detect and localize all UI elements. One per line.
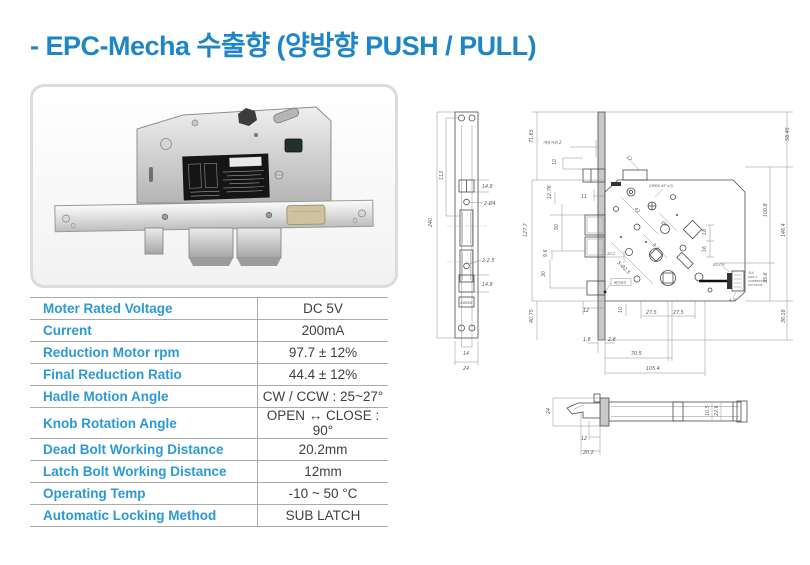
spec-label: Final Reduction Ratio: [30, 363, 258, 386]
dim-label: 27.5: [646, 310, 657, 316]
dim-label: 24: [463, 366, 469, 372]
dim-label: 12: [583, 308, 589, 314]
dim-label: GS2-1: [748, 275, 757, 279]
spec-value: DC 5V: [257, 297, 388, 320]
dim-label: 70.5: [631, 351, 642, 357]
dim-label: 42: [633, 206, 642, 215]
spec-value: -10 ~ 50 °C: [257, 482, 388, 505]
spec-label: Current: [30, 319, 258, 342]
dim-label: 10: [552, 159, 558, 165]
spec-value: 200mA: [257, 319, 388, 342]
dim-label: 100.8: [763, 203, 769, 217]
dim-label: 9.6: [543, 249, 549, 257]
dim-label: 50: [554, 224, 560, 230]
spec-label: Dead Bolt Working Distance: [30, 438, 258, 461]
dim-label: 10: [618, 307, 624, 313]
spec-label: Knob Rotation Angle: [30, 407, 258, 439]
dim-label: Ø7: [659, 219, 669, 229]
dim-label: 3.2: [651, 242, 661, 252]
dim-label: 10.5: [705, 405, 711, 416]
dim-label: 메인래치: [614, 281, 627, 285]
dim-label: 12: [625, 154, 634, 163]
dim-label: 27.5: [673, 310, 684, 316]
product-photo-illustration: [54, 106, 374, 266]
dim-label: 위치: [748, 271, 754, 275]
spec-value: 97.7 ± 12%: [257, 341, 388, 364]
latch-bolts: [144, 227, 282, 266]
slot-capsule: [273, 107, 300, 124]
dim-label: 2-Ø4: [484, 200, 496, 207]
dim-label: (OPEN 45°±3): [649, 184, 673, 188]
spec-value: 20.2mm: [257, 438, 388, 461]
dim-label: 105.4: [646, 366, 660, 372]
spec-value: SUB LATCH: [257, 504, 388, 527]
dim-label: 30: [541, 271, 547, 277]
lock-body-side-view: 여유거리 2 10 12 11 12.76 50 9.6 30 20.2 12 10 27.5 27.5…: [523, 111, 793, 376]
spec-value: OPEN ↔ CLOSE : 90°: [257, 407, 388, 439]
hex-cam: [238, 108, 257, 126]
dim-label: 127.7: [523, 223, 529, 237]
dim-label: CONNECTOR: [748, 279, 767, 283]
page-title: - EPC-Mecha 수출향 (양방향 PUSH / PULL): [30, 31, 537, 61]
dim-label: 71.65: [529, 129, 535, 143]
dim-label: 113: [439, 171, 445, 180]
dim-label: 12.76: [547, 185, 553, 199]
product-photo-card: [30, 84, 398, 288]
dim-label: R2-V76: [713, 263, 725, 267]
dim-label: 58.45: [785, 127, 791, 141]
dim-label: 22.6: [714, 405, 720, 416]
dark-socket: [284, 138, 303, 153]
dim-label: 4-16: [729, 298, 736, 302]
dim-label: KOREA: [461, 301, 473, 305]
dim-label: 146.4: [781, 223, 787, 237]
dim-label: 36.18: [781, 309, 787, 323]
dim-label: 20776-03: [748, 283, 763, 287]
spec-value: CW / CCW : 25~27°: [257, 385, 388, 408]
lock-body: [136, 106, 332, 204]
dim-label: 24: [546, 408, 552, 414]
table-row: Operating Temp-10 ~ 50 °C: [30, 482, 388, 505]
dim-label: 2.8: [608, 337, 616, 343]
dim-label: 16: [702, 246, 708, 252]
dim-label: 1.8: [583, 337, 591, 343]
dim-label: 여유거리 2: [543, 140, 562, 145]
spec-value: 44.4 ± 12%: [257, 363, 388, 386]
spec-label: Operating Temp: [30, 482, 258, 505]
product-label: [182, 153, 270, 201]
spec-label: Moter Rated Voltage: [30, 297, 258, 320]
dim-label: 20.2: [583, 450, 594, 456]
spec-label: Hadle Motion Angle: [30, 385, 258, 408]
dim-label: 14.8: [482, 282, 493, 288]
dim-label: 14.8: [482, 184, 493, 190]
dim-label: 18: [702, 229, 708, 235]
faceplate-bar: [54, 199, 374, 233]
dim-label: 20.2: [607, 251, 616, 256]
dim-label: 14: [463, 351, 469, 357]
dim-label: 11: [581, 194, 587, 200]
dim-label: 2-2.5: [482, 258, 494, 264]
spec-label: Reduction Motor rpm: [30, 341, 258, 364]
dim-label: 40.75: [529, 309, 535, 323]
dim-label: 35.6: [763, 272, 769, 283]
spec-label: Automatic Locking Method: [30, 504, 258, 527]
dim-label: 240: [428, 218, 434, 227]
deadbolt-brass: [286, 204, 326, 226]
spec-label: Latch Bolt Working Distance: [30, 460, 258, 483]
spec-value: 12mm: [257, 460, 388, 483]
dim-label: 12: [581, 436, 587, 442]
